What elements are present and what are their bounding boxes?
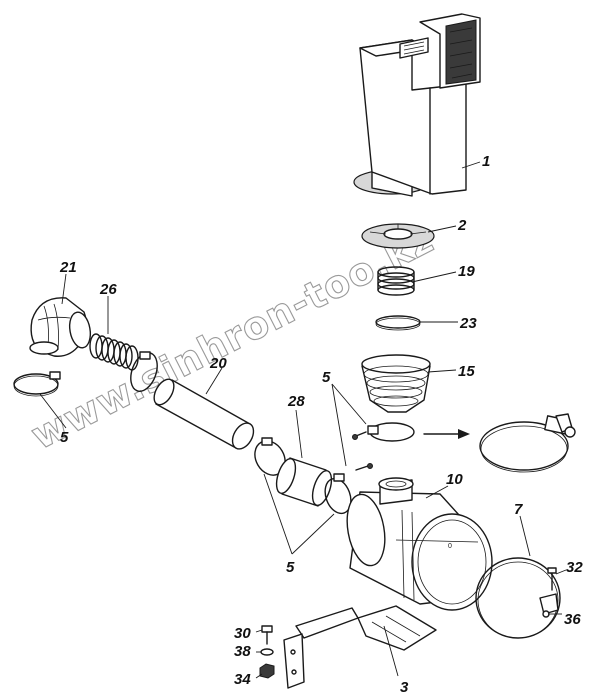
callout-2: 2 bbox=[457, 217, 467, 234]
part-1-intake-housing bbox=[353, 13, 481, 197]
callout-5-left: 5 bbox=[60, 429, 69, 446]
svg-text:0: 0 bbox=[448, 543, 452, 550]
callout-30: 30 bbox=[234, 625, 251, 642]
part-20-pipe bbox=[153, 378, 255, 450]
part-5-clamp-center-right bbox=[324, 463, 373, 515]
part-21-elbow bbox=[29, 297, 92, 357]
part-3-bracket bbox=[283, 605, 437, 689]
callout-5-bottom: 5 bbox=[286, 559, 295, 576]
part-19-spring bbox=[377, 266, 415, 296]
leader-lines bbox=[39, 161, 567, 679]
callout-15: 15 bbox=[458, 363, 475, 380]
part-5-clamp-left bbox=[13, 371, 61, 397]
part-23-clamp bbox=[375, 315, 421, 331]
callout-19: 19 bbox=[458, 263, 475, 280]
callout-28: 28 bbox=[287, 393, 305, 410]
callout-labels: 1 2 19 23 15 21 26 20 28 5 5 5 10 7 32 3… bbox=[59, 153, 583, 696]
part-38-washer bbox=[260, 648, 274, 656]
part-30-bolt bbox=[261, 625, 273, 645]
callout-21: 21 bbox=[59, 259, 77, 276]
callout-32: 32 bbox=[566, 559, 583, 576]
part-15-boot bbox=[361, 354, 431, 413]
clamp-detail-enlarged bbox=[479, 413, 576, 473]
part-5-clamp-hose bbox=[130, 351, 158, 392]
callout-26: 26 bbox=[99, 281, 117, 298]
callout-1: 1 bbox=[482, 153, 490, 170]
callout-36: 36 bbox=[564, 611, 581, 628]
part-32-bolt bbox=[547, 567, 557, 591]
part-10-filter-body: 0 bbox=[346, 477, 493, 611]
callout-7: 7 bbox=[514, 501, 523, 518]
part-26-corrugated-hose bbox=[89, 333, 139, 371]
part-2-flange bbox=[361, 223, 435, 249]
arrow-detail bbox=[423, 429, 470, 439]
callout-23: 23 bbox=[459, 315, 477, 332]
callout-5-upper: 5 bbox=[322, 369, 331, 386]
callout-3: 3 bbox=[400, 679, 409, 696]
callout-20: 20 bbox=[209, 355, 227, 372]
callout-10: 10 bbox=[446, 471, 463, 488]
callout-38: 38 bbox=[234, 643, 251, 660]
part-5-clamp-upper bbox=[352, 422, 415, 442]
part-34-nut bbox=[259, 663, 275, 679]
part-28-sleeve bbox=[275, 457, 333, 507]
part-7-band bbox=[475, 557, 561, 639]
callout-34: 34 bbox=[234, 671, 251, 688]
